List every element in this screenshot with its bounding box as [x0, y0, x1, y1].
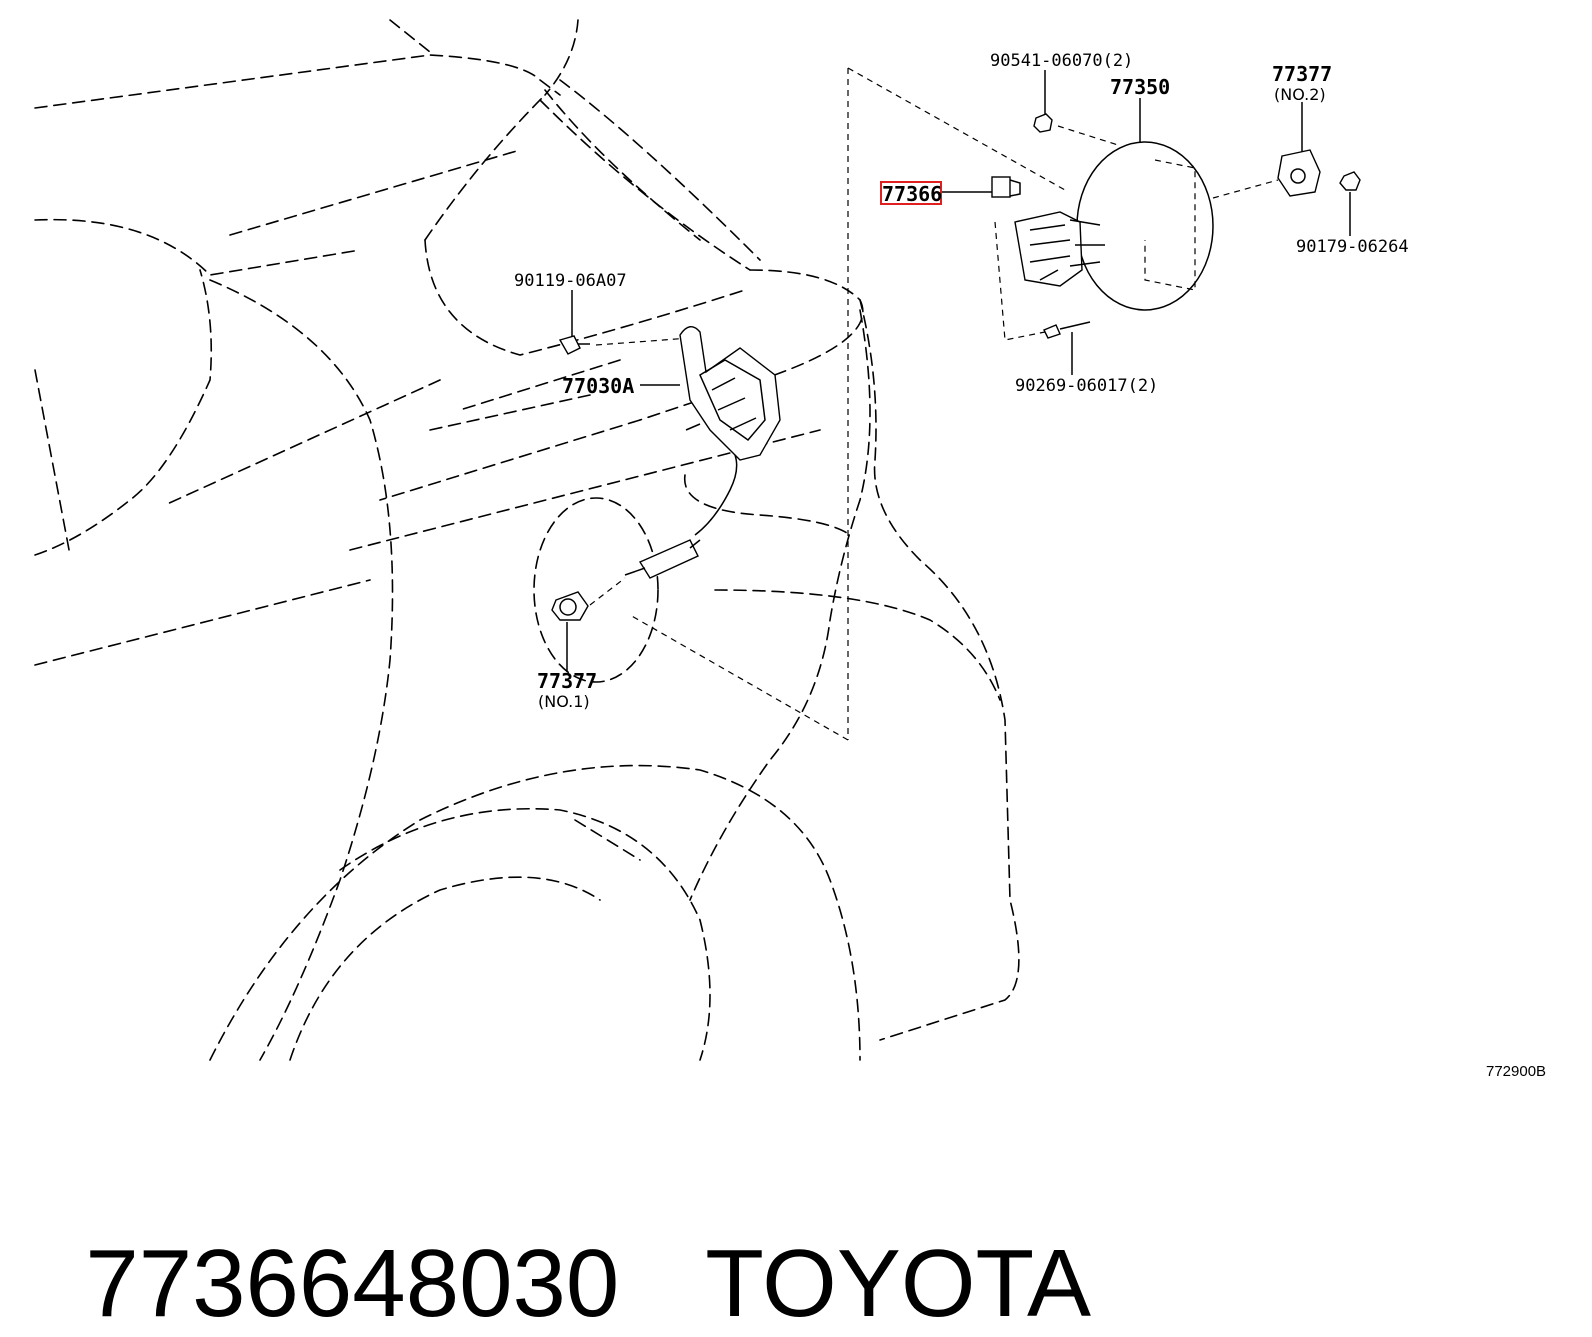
highlight-box — [880, 181, 942, 205]
figure-code: 772900B — [1486, 1063, 1546, 1080]
bolt-top — [1033, 70, 1141, 146]
fuel-door — [994, 141, 1214, 341]
clip-part — [942, 176, 1021, 198]
callout-screw: 90119-06A07 — [514, 271, 627, 291]
callout-opener-no2-sub: (NO.2) — [1274, 85, 1326, 104]
callout-nut: 90179-06264 — [1296, 237, 1409, 257]
callout-bolt-top: 90541-06070(2) — [990, 51, 1133, 71]
lock-assembly — [558, 290, 781, 536]
part-number: 7736648030 — [85, 1230, 620, 1337]
callout-opener-no2: 77377 — [1272, 62, 1332, 86]
detail-frame — [629, 67, 1066, 741]
callout-fuel-door: 77350 — [1110, 75, 1170, 99]
rivet — [1043, 321, 1091, 375]
callout-labels: 90541-06070(2) 77350 77377 (NO.2) 77366 … — [514, 51, 1546, 1080]
opener-no1 — [533, 497, 701, 683]
callout-highlight-part: 77366 — [882, 182, 942, 206]
opener-no2 — [1212, 102, 1361, 236]
brand-name: TOYOTA — [705, 1230, 1092, 1337]
callout-opener-no1-sub: (NO.1) — [538, 692, 590, 711]
callout-opener-no1: 77377 — [537, 669, 597, 693]
callout-rivet: 90269-06017(2) — [1015, 376, 1158, 396]
callout-lock-assy: 77030A — [562, 374, 634, 398]
body-outline — [34, 19, 1020, 1061]
